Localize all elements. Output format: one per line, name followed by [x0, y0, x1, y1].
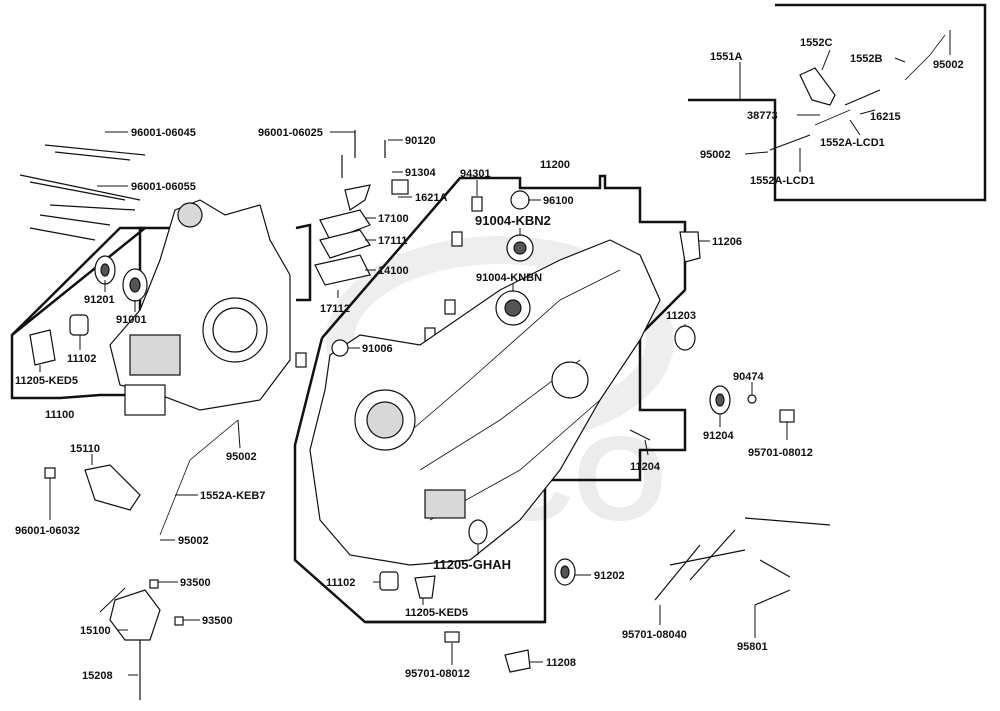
label-17111: 17111	[378, 235, 407, 247]
label-11204: 11204	[630, 461, 661, 473]
label-16215: 16215	[870, 111, 901, 123]
label-95002-top: 95002	[933, 59, 964, 71]
oil-pump-parts	[44, 419, 239, 700]
label-1552A-KEB7: 1552A-KEB7	[200, 490, 265, 502]
label-11206: 11206	[712, 236, 742, 248]
label-11102-right: 11102	[326, 577, 355, 589]
label-91304: 91304	[405, 167, 436, 179]
group-outline-11100-top	[11, 226, 178, 336]
label-11208: 11208	[546, 657, 576, 669]
label-90120: 90120	[405, 135, 436, 147]
label-11102: 11102	[67, 353, 96, 365]
label-96001-06032: 96001-06032	[15, 525, 80, 537]
label-17112: 17112	[320, 303, 350, 315]
right-crankcase	[309, 239, 661, 566]
label-1621A: 1621A	[415, 192, 447, 204]
bolts-96001-06045	[19, 144, 146, 201]
label-91001: 91001	[116, 314, 147, 326]
label-95701-08012-right: 95701-08012	[748, 447, 813, 459]
group-outline-1551A	[688, 3, 987, 202]
fuel-hose-parts	[769, 34, 946, 151]
label-15110: 15110	[70, 443, 100, 455]
label-93500-bottom: 93500	[202, 615, 233, 627]
group-outline-intake	[295, 223, 312, 302]
bearings-right	[331, 190, 731, 599]
label-1552A-LCD1-b: 1552A-LCD1	[750, 175, 815, 187]
label-96100: 96100	[543, 195, 574, 207]
group-outline-11100	[10, 226, 146, 400]
label-91006: 91006	[362, 343, 393, 355]
label-91202: 91202	[594, 570, 625, 582]
left-crankcase	[109, 199, 291, 416]
leader-lines	[39, 30, 951, 676]
label-95801: 95801	[737, 641, 768, 653]
label-90474: 90474	[733, 371, 764, 383]
label-11100: 11100	[45, 409, 74, 421]
part-labels: 96001-06045 96001-06055 91201 91001 1110…	[15, 37, 964, 682]
label-1552C: 1552C	[800, 37, 832, 49]
label-95002-low: 95002	[178, 535, 209, 547]
label-95002-hose: 95002	[700, 149, 731, 161]
label-96001-06055: 96001-06055	[131, 181, 196, 193]
intake-stack	[314, 130, 409, 286]
label-1552A-LCD1-a: 1552A-LCD1	[820, 137, 885, 149]
label-11205-GHAH: 11205-GHAH	[433, 557, 511, 572]
label-93500-top: 93500	[180, 577, 211, 589]
label-96001-06025: 96001-06025	[258, 127, 323, 139]
label-1552B: 1552B	[850, 53, 882, 65]
label-94301: 94301	[460, 168, 491, 180]
label-91204: 91204	[703, 430, 734, 442]
label-11200: 11200	[540, 159, 570, 171]
label-91004-KNBN: 91004-KNBN	[476, 272, 542, 284]
label-11205-KED5-right: 11205-KED5	[405, 607, 468, 619]
label-38773: 38773	[747, 110, 778, 122]
label-15208: 15208	[82, 670, 113, 682]
label-95701-08040: 95701-08040	[622, 629, 687, 641]
label-15100: 15100	[80, 625, 111, 637]
label-96001-06045: 96001-06045	[131, 127, 196, 139]
label-11205-KED5: 11205-KED5	[15, 375, 78, 387]
parts-art	[19, 34, 946, 700]
bearings-left	[29, 255, 148, 366]
label-11203: 11203	[666, 310, 696, 322]
label-14100: 14100	[378, 265, 409, 277]
label-91004-KBN2: 91004-KBN2	[475, 213, 551, 228]
label-17100: 17100	[378, 213, 409, 225]
bolts-96001-06055	[29, 204, 136, 241]
label-91201: 91201	[84, 294, 115, 306]
label-1551A: 1551A	[710, 51, 742, 63]
label-95701-08012-bottom: 95701-08012	[405, 668, 470, 680]
label-95002-mid: 95002	[226, 451, 257, 463]
bolts-bottom-right	[444, 517, 831, 673]
